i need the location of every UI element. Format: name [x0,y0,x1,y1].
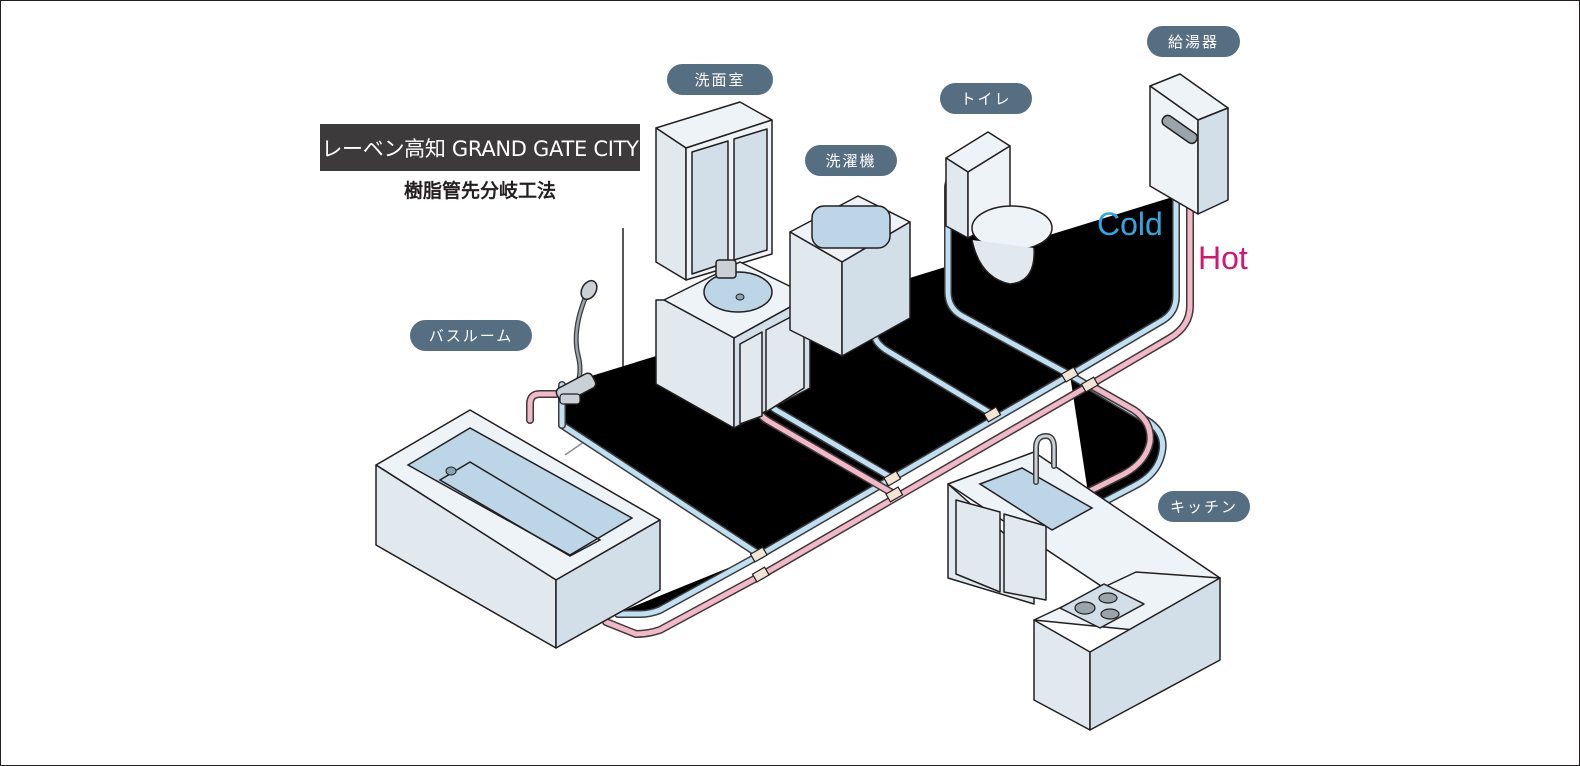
joint-5 [983,406,1002,423]
washer-drum [811,205,891,249]
cold-pipe-bath-fill [615,552,763,617]
bathtub-drain [445,466,457,476]
kitchen-door-1 [955,499,1001,593]
kitchen-sink [978,467,1094,531]
shower [555,279,598,405]
kitchen-island-front [1089,577,1221,731]
washbasin [655,101,811,429]
washing-machine [789,195,911,357]
toilet [945,131,1053,285]
water-heater [1149,73,1229,215]
burner-1-icon [1074,601,1096,615]
basin-faucet-icon [715,259,737,279]
title-box: レーベン高知 GRAND GATE CITY [320,124,640,171]
label-toilet: トイレ [940,83,1032,114]
cabinet-door-left [739,331,763,425]
hot-pipe-main-fill [759,193,1193,578]
bathtub [375,409,661,649]
stove [1059,583,1145,629]
joint-4 [885,486,904,503]
joint-1 [749,546,768,563]
heater-side [1197,107,1229,215]
bathtub-side [555,519,661,649]
legend-cold: Cold [1097,206,1163,242]
toilet-bowl [971,239,1035,285]
joint-7 [1080,376,1099,393]
label-bathroom: バスルーム [410,320,532,351]
label-kitchen: キッチン [1158,491,1250,522]
shower-head-icon [580,279,598,301]
toilet-tank-side [945,157,969,239]
label-washroom: 洗面室 [667,64,773,95]
label-washing-machine: 洗濯機 [805,145,897,176]
mirror-side [655,127,687,281]
hot-pipe-kitchen-fill [1077,382,1153,499]
heater-vent-icon [1161,114,1199,145]
burner-2-icon [1098,592,1118,604]
bathtub-inner [438,461,602,557]
cold-pipe-main-fill [559,193,1179,558]
cold-pipe-kitchen-fill [1067,372,1166,511]
burner-3-icon [1100,608,1120,620]
pipe-joints [749,366,1099,583]
page-subtitle: 樹脂管先分岐工法 [403,180,556,202]
hot-pipe-bath-riser-fill [527,391,559,423]
label-water-heater: 給湯器 [1147,26,1240,57]
joint-6 [1060,366,1079,383]
legend-hot: Hot [1198,240,1248,276]
cabinet-front-left [655,299,735,429]
kitchen [947,432,1221,731]
kitchen-door-2 [1003,513,1047,601]
hot-pipe-bath-fill [603,572,765,637]
joint-2 [751,566,770,583]
basin-bowl [703,271,773,313]
joint-3 [883,470,902,487]
kitchen-island-side [1033,619,1091,731]
page-title: レーベン高知 GRAND GATE CITY [321,136,639,161]
mirror-door-left [691,140,729,275]
mirror-door-right [733,128,768,261]
